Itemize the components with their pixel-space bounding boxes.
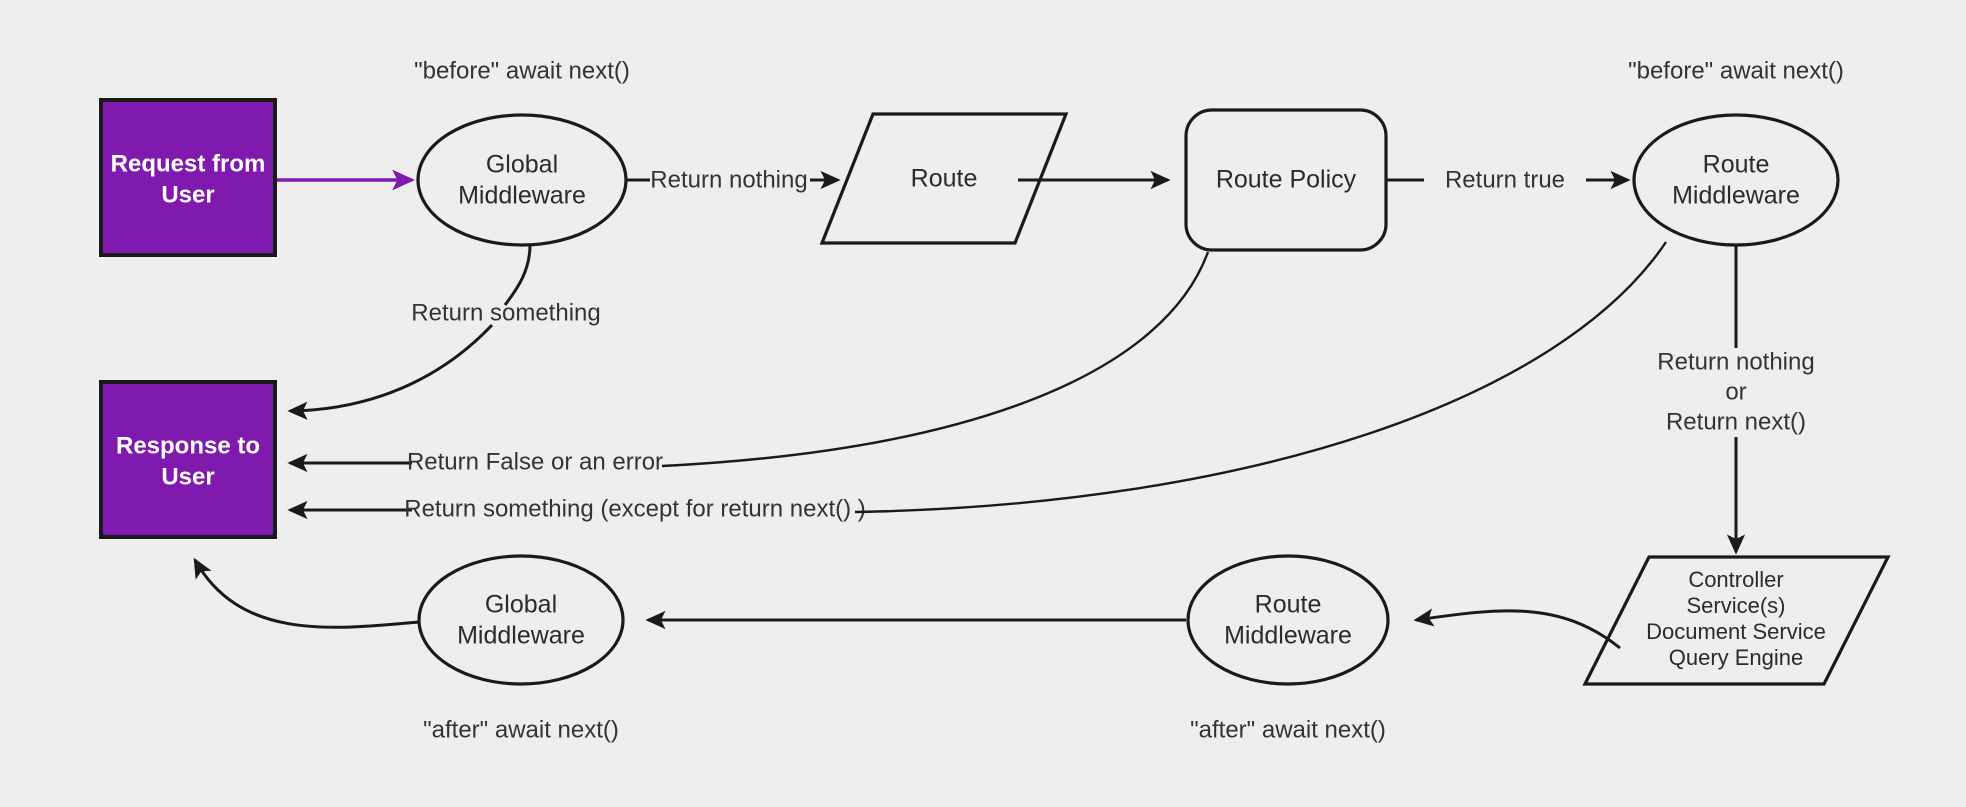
edge-label-return-true: Return true: [1445, 166, 1565, 193]
edge-route-middleware-return-something-curve: [854, 241, 1667, 514]
request-from-user-label-line2: User: [161, 181, 214, 208]
services-label-line3: Document Service: [1646, 619, 1826, 644]
route-middleware-bottom-label-line2: Middleware: [1224, 622, 1352, 650]
global-middleware-bottom-label-line2: Middleware: [457, 622, 585, 650]
node-request-from-user[interactable]: Request from User: [99, 98, 277, 257]
route-middleware-top-label-line2: Middleware: [1672, 182, 1800, 210]
global-middleware-bottom-label-line1: Global: [485, 591, 557, 619]
request-from-user-box[interactable]: [99, 98, 277, 257]
node-response-to-user[interactable]: Response to User: [99, 380, 277, 539]
edge-global-mw-bottom-to-response: [193, 557, 420, 629]
route-middleware-top-label-line1: Route: [1703, 151, 1770, 179]
services-parallelogram[interactable]: [1582, 555, 1891, 686]
edge-label-return-something-except-next: Return something (except for return next…: [404, 495, 866, 522]
services-label-line4: Query Engine: [1669, 645, 1804, 670]
edge-global-return-something-lower: [287, 323, 494, 420]
services-label-line1: Controller: [1688, 567, 1783, 592]
route-middleware-bottom-ellipse[interactable]: [1186, 554, 1390, 686]
route-middleware-bottom-label-line1: Route: [1255, 591, 1322, 619]
route-middleware-top-ellipse[interactable]: [1632, 113, 1840, 247]
annotation-before-await-next-route: "before" await next(): [1628, 57, 1844, 84]
request-from-user-label-line1: Request from: [111, 150, 266, 177]
global-middleware-top-ellipse[interactable]: [416, 113, 628, 247]
node-route-middleware-top[interactable]: Route Middleware: [1632, 113, 1840, 247]
node-route-middleware-bottom[interactable]: Route Middleware: [1186, 554, 1390, 686]
annotation-before-await-next-global: "before" await next(): [414, 57, 630, 84]
edge-services-to-route-middleware-bottom: [1413, 608, 1621, 650]
node-route-policy[interactable]: Route Policy: [1184, 108, 1388, 252]
response-to-user-label-line2: User: [161, 463, 214, 490]
node-route[interactable]: Route: [819, 112, 1069, 245]
response-to-user-label-line1: Response to: [116, 432, 260, 459]
route-policy-label: Route Policy: [1216, 166, 1357, 194]
node-services[interactable]: Controller Service(s) Document Service Q…: [1582, 555, 1891, 686]
response-to-user-box[interactable]: [99, 380, 277, 539]
edge-label-return-nothing-or-next-line2: or: [1725, 378, 1746, 405]
edge-route-policy-return-false-curve: [661, 251, 1210, 468]
annotation-after-await-next-global: "after" await next(): [423, 716, 619, 743]
edge-label-return-nothing-or-next-line3: Return next(): [1666, 408, 1806, 435]
global-middleware-bottom-ellipse[interactable]: [417, 554, 625, 686]
edge-label-return-nothing: Return nothing: [650, 166, 807, 193]
route-label: Route: [911, 165, 978, 193]
services-label-line2: Service(s): [1686, 593, 1785, 618]
edge-global-return-something-upper: [503, 244, 532, 306]
route-parallelogram[interactable]: [819, 112, 1069, 245]
edge-label-return-false-or-error: Return False or an error: [407, 448, 663, 475]
edge-label-return-something: Return something: [411, 299, 600, 326]
node-global-middleware-bottom[interactable]: Global Middleware: [417, 554, 625, 686]
node-global-middleware-top[interactable]: Global Middleware: [416, 113, 628, 247]
annotation-after-await-next-route: "after" await next(): [1190, 716, 1386, 743]
global-middleware-top-label-line2: Middleware: [458, 182, 586, 210]
global-middleware-top-label-line1: Global: [486, 151, 558, 179]
edge-label-return-nothing-or-next-line1: Return nothing: [1657, 348, 1814, 375]
